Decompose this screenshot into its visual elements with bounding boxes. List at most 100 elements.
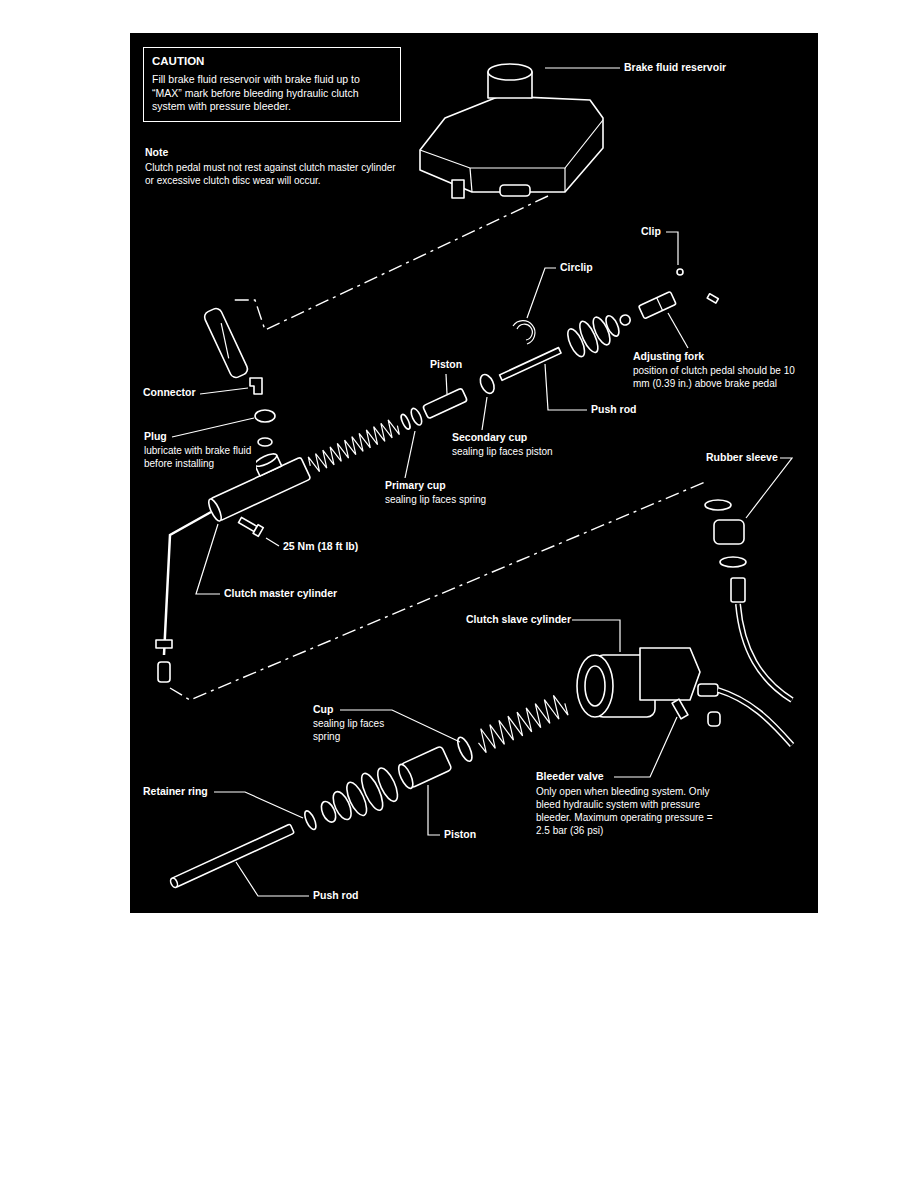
- leader-line: [405, 431, 415, 478]
- rubber-sleeve: [738, 604, 792, 700]
- slave-cylinder: [718, 690, 792, 745]
- slave-cylinder: [577, 648, 792, 745]
- leader-line: [545, 67, 620, 68]
- master-cylinder: [200, 272, 681, 527]
- rubber-sleeve: [720, 557, 746, 567]
- reservoir: [452, 180, 464, 198]
- hose: [214, 323, 236, 358]
- part-name: Clutch slave cylinder: [466, 613, 571, 627]
- master-cylinder: [399, 413, 411, 430]
- reservoir: [470, 168, 472, 192]
- slave-cylinder: [698, 684, 718, 696]
- part-name: Connector: [143, 386, 196, 400]
- reservoir: [500, 185, 530, 196]
- caution-text: Fill brake fluid reservoir with brake fl…: [152, 73, 392, 114]
- leader-line: [172, 418, 254, 437]
- rubber-sleeve: [738, 604, 792, 700]
- part-name: Cup: [313, 703, 333, 717]
- leader-line: [236, 862, 309, 896]
- slave-parts: [396, 762, 416, 790]
- master-cylinder: [478, 372, 497, 395]
- caution-box: CAUTION Fill brake fluid reservoir with b…: [143, 47, 401, 122]
- slave-parts: [169, 877, 179, 889]
- leader-line: [214, 792, 303, 818]
- caution-heading: CAUTION: [152, 54, 392, 69]
- part-name: Clip: [641, 225, 661, 239]
- slave-parts: [163, 685, 573, 902]
- leader-line: [446, 374, 447, 394]
- slave-parts: [318, 799, 338, 824]
- rubber-sleeve: [705, 500, 731, 510]
- pin: [707, 294, 718, 303]
- part-name: Plug: [144, 430, 167, 444]
- slave-cylinder: [708, 712, 720, 726]
- reservoir: [488, 64, 532, 80]
- part-name: Push rod: [591, 403, 637, 417]
- master-cylinder: [253, 451, 278, 468]
- part-note: sealing lip faces spring: [313, 717, 385, 743]
- master-cylinder: [639, 291, 677, 318]
- note-heading: Note: [145, 146, 168, 160]
- leader-line: [545, 364, 587, 410]
- connector: [250, 378, 262, 394]
- part-note: sealing lip faces spring: [385, 493, 515, 506]
- part-name: Adjusting fork: [633, 350, 704, 364]
- leader-line: [666, 232, 678, 265]
- reservoir: [420, 64, 603, 198]
- part-name: Piston: [444, 828, 476, 842]
- slave-cylinder: [718, 690, 792, 745]
- torque-spec: 25 Nm (18 ft lb): [283, 540, 358, 554]
- leader-line: [196, 524, 220, 594]
- slave-cylinder: [640, 648, 700, 700]
- part-note: sealing lip faces piston: [452, 445, 582, 458]
- connector: [258, 438, 272, 446]
- leader-line: [428, 785, 440, 835]
- clip: [677, 269, 683, 275]
- leader-line: [668, 313, 688, 348]
- master-cylinder: [603, 314, 621, 338]
- leader-line: [746, 458, 792, 518]
- reservoir: [420, 120, 603, 168]
- leader-line: [200, 388, 248, 394]
- slave-parts: [303, 809, 319, 831]
- part-name: Secondary cup: [452, 431, 527, 445]
- rubber-sleeve: [731, 578, 745, 602]
- part-name: Brake fluid reservoir: [624, 61, 726, 75]
- leader-line: [482, 397, 487, 430]
- master-cylinder: [500, 348, 562, 381]
- slave-cylinder: [585, 666, 605, 706]
- hose: [203, 307, 250, 380]
- note-text: Clutch pedal must not rest against clutc…: [145, 161, 400, 187]
- part-name: Circlip: [560, 261, 593, 275]
- master-cylinder: [423, 388, 468, 419]
- hose: [203, 307, 250, 380]
- slave-parts: [473, 692, 569, 753]
- bolt: [239, 517, 258, 531]
- slave-cylinder: [672, 699, 688, 719]
- part-name: Clutch master cylinder: [224, 587, 337, 601]
- connector: [255, 410, 275, 422]
- rubber-sleeve: [714, 520, 744, 544]
- leader-line: [527, 268, 556, 318]
- master-cylinder: [619, 313, 632, 326]
- part-note: lubricate with brake fluid before instal…: [144, 444, 256, 470]
- master-cylinder: [409, 407, 424, 427]
- leader-line: [266, 538, 279, 546]
- bolt: [238, 516, 264, 537]
- part-name: Piston: [430, 358, 462, 372]
- part-name: Primary cup: [385, 479, 446, 493]
- part-name: Push rod: [313, 889, 359, 903]
- leader-line: [614, 717, 677, 777]
- master-cylinder: [206, 497, 223, 522]
- fitting: [158, 662, 170, 682]
- leader-line: [572, 620, 620, 652]
- slave-parts: [172, 824, 294, 887]
- part-name: Retainer ring: [143, 785, 208, 799]
- dashed-line: [232, 196, 548, 330]
- master-cylinder: [657, 298, 663, 311]
- reservoir: [420, 96, 603, 192]
- slave-cylinder: [577, 655, 613, 717]
- circlip: [517, 324, 532, 340]
